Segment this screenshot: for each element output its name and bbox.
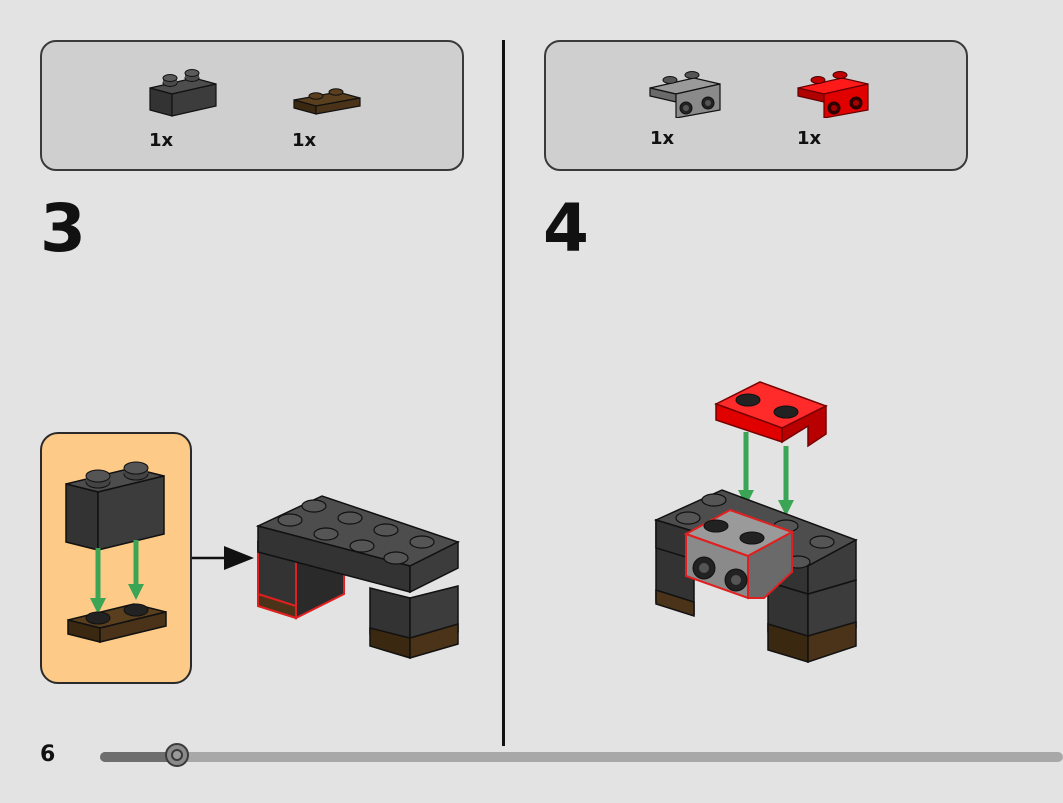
sub-assembly-callout: [40, 432, 192, 684]
brown-plate-1x2-icon: [292, 82, 362, 118]
black-brick-1x2-icon: [148, 68, 218, 118]
step-3-model-illustration: [255, 495, 460, 660]
step-number: 4: [543, 190, 589, 267]
progress-fill: [100, 752, 178, 762]
part-quantity: 1x: [292, 130, 317, 151]
step-4-model-illustration: [653, 381, 858, 664]
right-arrow-icon: [192, 546, 254, 570]
parts-list-step-3: 1x 1x: [40, 40, 464, 171]
page-number: 6: [40, 742, 56, 767]
step-number: 3: [40, 190, 86, 267]
part-quantity: 1x: [149, 130, 174, 151]
progress-bar: [100, 743, 1063, 767]
part-quantity: 1x: [650, 128, 675, 149]
grey-bracket-1x2-icon: [648, 66, 722, 118]
parts-list-step-4: 1x 1x: [544, 40, 968, 171]
sub-assembly-illustration: [65, 461, 167, 643]
progress-knob[interactable]: [165, 743, 190, 767]
step-divider: [502, 40, 505, 746]
red-bracket-1x2-icon: [796, 66, 870, 118]
part-quantity: 1x: [797, 128, 822, 149]
